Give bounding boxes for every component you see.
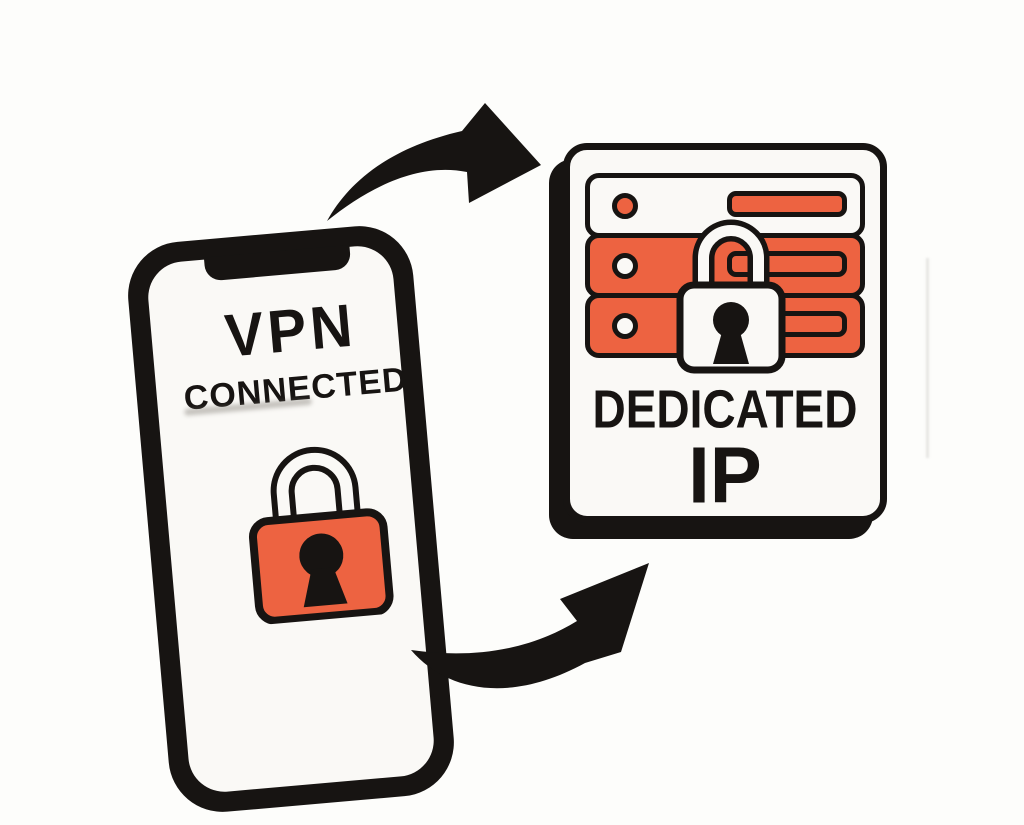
dedicated-ip-label: DEDICATED IP xyxy=(570,382,880,520)
ip-label: IP xyxy=(688,430,762,520)
vent-bar-icon xyxy=(727,191,847,217)
led-indicator-icon xyxy=(612,252,638,279)
dedicated-label: DEDICATED xyxy=(592,378,858,440)
dedicated-ip-server-card: DEDICATED IP xyxy=(563,143,887,523)
vent-bar-icon xyxy=(727,251,847,277)
curved-arrow-top-icon xyxy=(327,103,541,221)
server-padlock-icon xyxy=(676,219,786,374)
led-indicator-icon xyxy=(612,192,638,219)
phone-padlock-icon xyxy=(248,446,394,625)
server-rack xyxy=(585,173,865,358)
led-indicator-icon xyxy=(612,312,638,339)
paper-streak xyxy=(926,258,929,458)
smartphone: VPN CONNECTED xyxy=(123,221,459,817)
